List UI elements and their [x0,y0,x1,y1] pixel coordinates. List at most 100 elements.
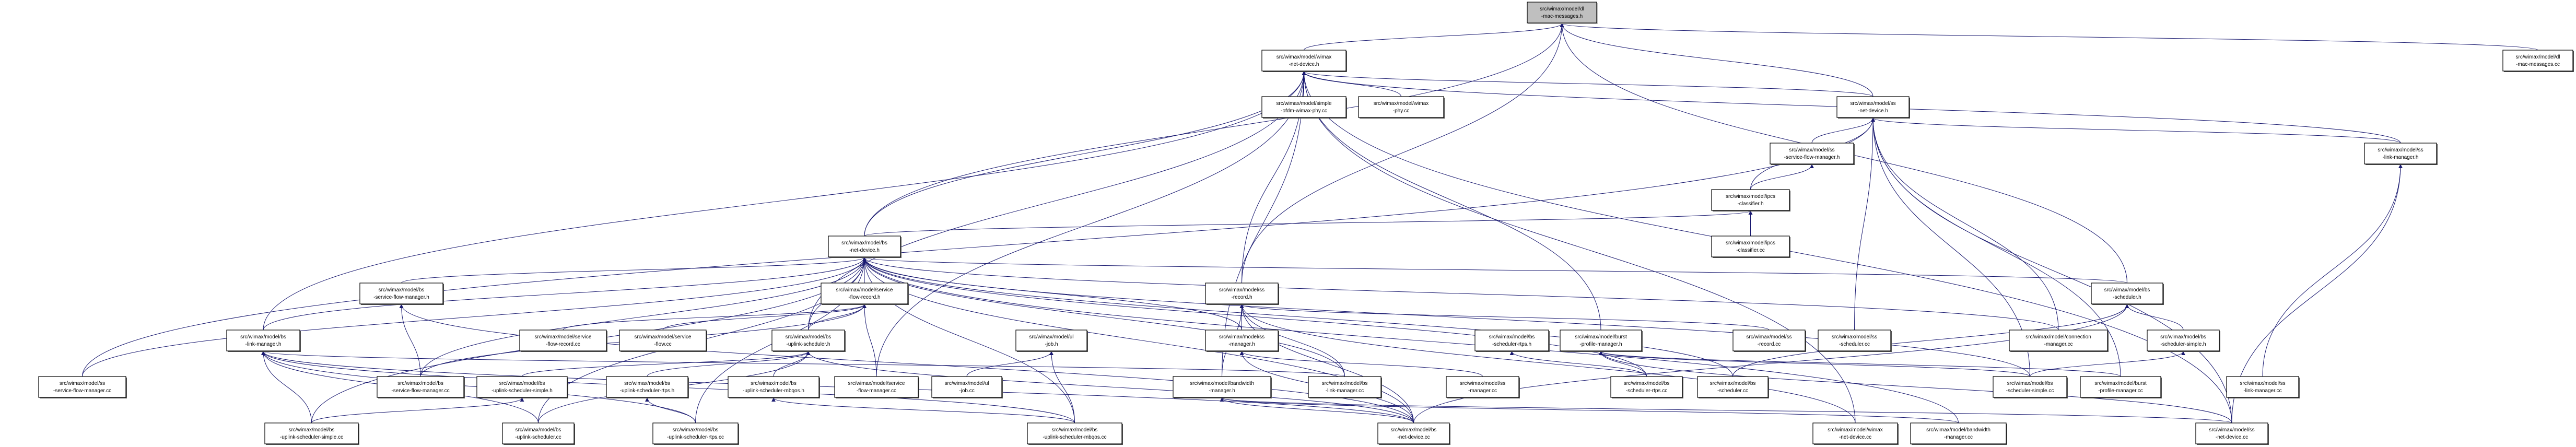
node-box [2226,376,2299,398]
node-box [1027,422,1122,444]
file-node[interactable]: src/wimax/model/service-flow-record.cc [519,330,607,352]
dependency-edge [862,257,1959,424]
file-node[interactable]: src/wimax/model/bs-net-device.cc [1377,422,1450,445]
root-file-node: src/wimax/model/dl-mac-messages.h [1527,2,1598,24]
node-label-line: -classifier.h [1737,201,1763,207]
file-node[interactable]: src/wimax/model/bs-uplink-scheduler-simp… [476,376,568,398]
node-label-line: -uplink-scheduler-rtps.cc [667,434,724,440]
file-node[interactable]: src/wimax/model/ipcs-classifier.cc [1711,236,1790,258]
file-node[interactable]: src/wimax/model/bs -link-manager.cc [1308,376,1382,398]
file-node[interactable]: src/wimax/model/bs-uplink-scheduler-rtps… [606,376,689,398]
file-node[interactable]: src/wimax/model/bandwidth-manager.h [1173,376,1272,398]
node-label-line: src/wimax/model/bs [240,334,286,340]
file-node[interactable]: src/wimax/model/wimax-net-device.cc [1812,422,1899,445]
file-node[interactable]: src/wimax/model/bs-uplink-scheduler-simp… [264,422,359,445]
file-node[interactable]: src/wimax/model/bs-scheduler-simple.h [2147,330,2220,352]
node-box [359,283,443,304]
file-node[interactable]: src/wimax/model/bs-scheduler-rtps.cc [1610,376,1683,398]
node-label-line: -flow.cc [654,342,671,347]
node-box [652,422,739,444]
node-box [728,376,819,398]
node-label-line: -link-manager.cc [1326,388,1364,394]
dependency-edge [862,257,1733,377]
node-label-line: src/wimax/model/bs [2160,334,2206,340]
dependency-edge [2030,351,2185,377]
file-node[interactable]: src/wimax/model/ss-link-manager.cc [2226,376,2300,398]
file-node[interactable]: src/wimax/model/ss-manager.cc [1446,376,1520,398]
node-box [1812,422,1898,444]
dependency-edge [1811,117,1875,144]
file-node[interactable]: src/wimax/model/wimax-net-device.h [1261,50,1347,72]
file-node[interactable]: src/wimax/model/bs-uplink-scheduler-mbqo… [1027,422,1123,445]
file-node[interactable]: src/wimax/model/bs-net-device.h [828,236,901,258]
file-node[interactable]: src/wimax/model/ss-scheduler.cc [1818,330,1892,352]
file-node[interactable]: src/wimax/model/bs-scheduler.cc [1697,376,1769,398]
node-label-line: -manager.h [1228,342,1255,347]
node-label-line: src/wimax/model/bs [499,381,545,386]
file-node[interactable]: src/wimax/model/ss-net-device.h [1836,96,1910,119]
file-node[interactable]: src/wimax/model/bs-link-manager.h [226,330,301,352]
node-box [1261,96,1346,118]
node-label-line: src/wimax/model/bs [1322,381,1368,386]
node-label-line: -uplink-scheduler-mbqos.h [743,388,804,394]
node-box [1770,143,1854,164]
file-node[interactable]: src/wimax/model/connection-manager.cc [2009,330,2109,352]
node-label-line: src/wimax/model/ul [1029,334,1073,340]
file-node[interactable]: src/wimax/model/ss-record.h [1205,283,1279,305]
node-label-line: src/wimax/model/ss [60,381,105,386]
dependency-edge [2125,304,2184,331]
file-node[interactable]: src/wimax/model/ss-manager.h [1205,330,1279,352]
node-label-line: src/wimax/model/bs [751,381,797,386]
dependency-edge [862,257,2059,331]
node-box [1818,330,1891,351]
file-node[interactable]: src/wimax/model/ss-service-flow-manager.… [1770,143,1855,165]
node-box [931,376,1002,398]
file-node[interactable]: src/wimax/model/bs-scheduler-rtps.h [1474,330,1550,352]
file-node[interactable]: src/wimax/model/service-flow-record.h [821,283,909,305]
dependency-edge [261,351,1345,377]
file-node[interactable]: src/wimax/model/ss-link-manager.h [2364,143,2438,165]
node-label-line: -link-manager.cc [2243,388,2281,394]
node-box [1474,330,1549,351]
node-label-line: src/wimax/model/bs [2007,381,2053,386]
file-node[interactable]: src/wimax/model/ul-job.h [1015,330,1088,352]
file-node[interactable]: src/wimax/model/bs-uplink-scheduler.cc [502,422,575,445]
file-node[interactable]: src/wimax/model/service-flow.cc [619,330,707,352]
node-label-line: src/wimax/model/ss [2378,147,2423,153]
file-node[interactable]: src/wimax/model/ss-net-device.cc [2195,422,2269,445]
file-node[interactable]: src/wimax/model/burst-profile-manager.cc [2080,376,2162,398]
file-node[interactable]: src/wimax/model/ss-record.cc [1732,330,1806,352]
file-node[interactable]: src/wimax/model/bandwidth-manager.cc [1910,422,2007,445]
node-label-line: -profile-manager.h [1579,342,1622,347]
file-node[interactable]: src/wimax/model/bs-scheduler.h [2091,283,2164,305]
node-box [1377,422,1450,444]
file-node[interactable]: src/wimax/model/burst -profile-manager.h [1560,330,1643,352]
file-node[interactable]: src/wimax/model/service-flow-manager.cc [834,376,919,398]
node-box [1205,330,1279,351]
node-box [1732,330,1806,351]
dependency-edge [1049,351,1075,424]
file-node[interactable]: src/wimax/model/bs-uplink-scheduler.h [771,330,846,352]
node-label-line: src/wimax/model/ss [1850,101,1895,107]
node-box [1358,96,1444,118]
node-box [1610,376,1683,398]
node-label-line: src/wimax/model/ss [2209,427,2254,433]
node-label-line: src/wimax/model/burst [1575,334,1627,340]
dependency-edge [1871,117,2401,144]
file-node[interactable]: src/wimax/model/bs -uplink-scheduler-mbqo… [728,376,820,398]
node-label-line: -phy.cc [1393,108,1410,114]
file-node[interactable]: src/wimax/model/ul-job.cc [931,376,1003,398]
file-node[interactable]: src/wimax/model/dl-mac-messages.cc [2502,50,2574,72]
file-node[interactable]: src/wimax/model/ss-service-flow-manager.… [38,376,127,398]
node-label-line: -ofdm-wimax-phy.cc [1281,108,1327,114]
dependency-edge [862,257,1242,331]
node-label-line: -manager.h [1209,388,1235,394]
node-box [1836,96,1910,118]
file-node[interactable]: src/wimax/model/bs-uplink-scheduler-rtps… [652,422,739,445]
file-node[interactable]: src/wimax/model/bs-scheduler-simple.cc [1993,376,2068,398]
file-node[interactable]: src/wimax/model/wimax-phy.cc [1358,96,1445,119]
file-node[interactable]: src/wimax/model/ipcs-classifier.h [1711,189,1790,211]
file-node[interactable]: src/wimax/model/bs-service-flow-manager.… [377,376,465,398]
file-node[interactable]: src/wimax/model/bs-service-flow-manager.… [359,283,444,305]
file-node[interactable]: src/wimax/model/simple-ofdm-wimax-phy.cc [1261,96,1347,119]
